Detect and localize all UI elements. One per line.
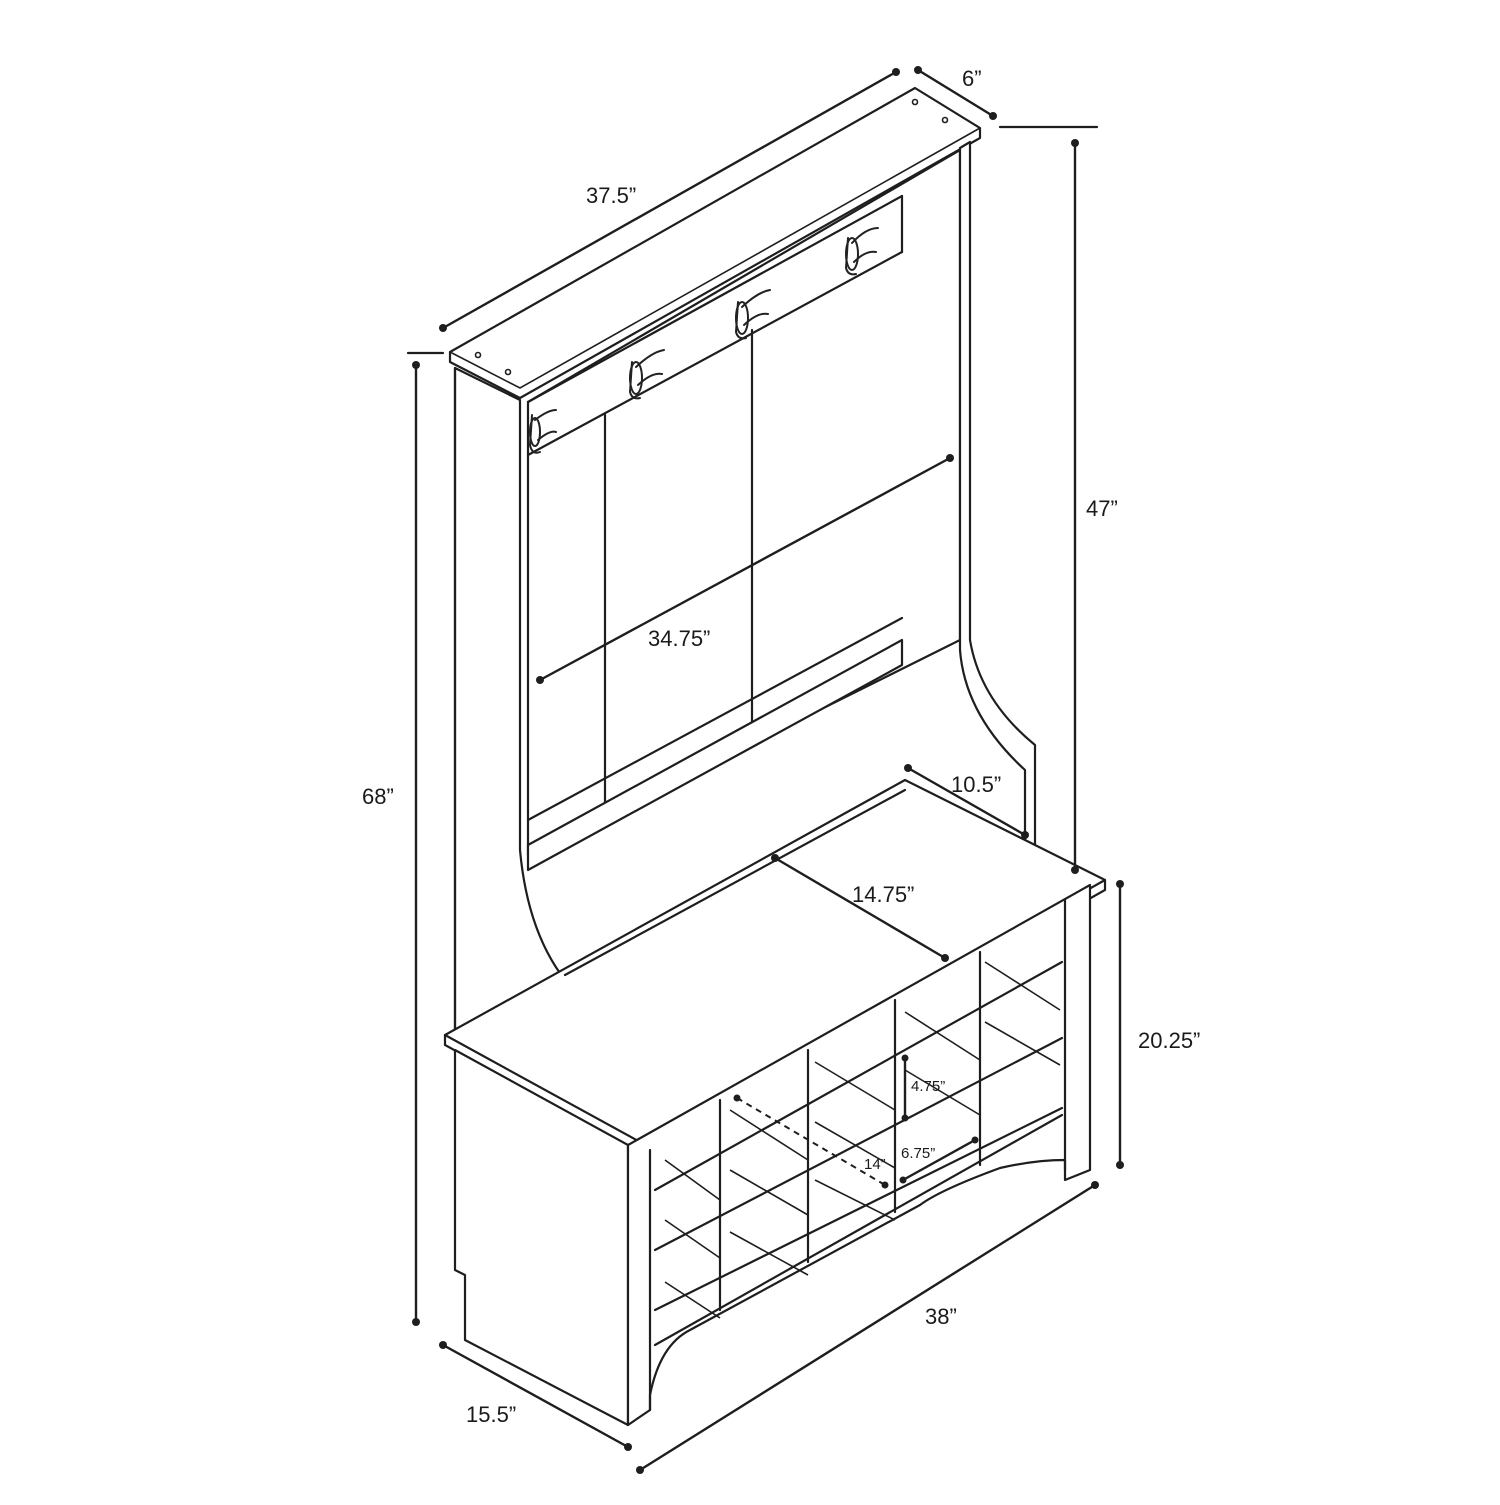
dimension-labels: 6” 37.5” 47” 68” 34.75” 10.5” 14.75” 20.… <box>362 66 1200 1427</box>
label-bench-height: 20.25” <box>1138 1028 1200 1053</box>
label-cubby-height: 4.75” <box>911 1078 945 1095</box>
label-top-width: 37.5” <box>586 183 636 208</box>
label-panel-width: 34.75” <box>648 626 710 651</box>
label-seat-depth: 14.75” <box>852 882 914 907</box>
label-cubby-depth: 14” <box>864 1156 886 1173</box>
coat-hook-icon <box>528 409 557 454</box>
bench-front <box>626 883 1092 1427</box>
label-base-depth: 15.5” <box>466 1402 516 1427</box>
label-base-width: 38” <box>925 1304 957 1329</box>
cubby-grid <box>653 950 1064 1347</box>
right-side-panel <box>958 140 1037 860</box>
label-total-height: 68” <box>362 784 394 809</box>
coat-hook-icon <box>628 349 665 400</box>
dimension-lines <box>406 66 1124 1474</box>
top-cap-shelf <box>448 86 982 400</box>
label-bench-depth: 10.5” <box>951 772 1001 797</box>
coat-hook-icon <box>734 289 771 340</box>
label-cubby-width: 6.75” <box>901 1145 935 1162</box>
label-upper-height: 47” <box>1086 496 1118 521</box>
label-top-depth: 6” <box>962 66 982 91</box>
lower-back-board <box>526 638 904 872</box>
coat-hook-icon <box>844 227 879 276</box>
hall-tree-drawing <box>443 86 1107 1427</box>
